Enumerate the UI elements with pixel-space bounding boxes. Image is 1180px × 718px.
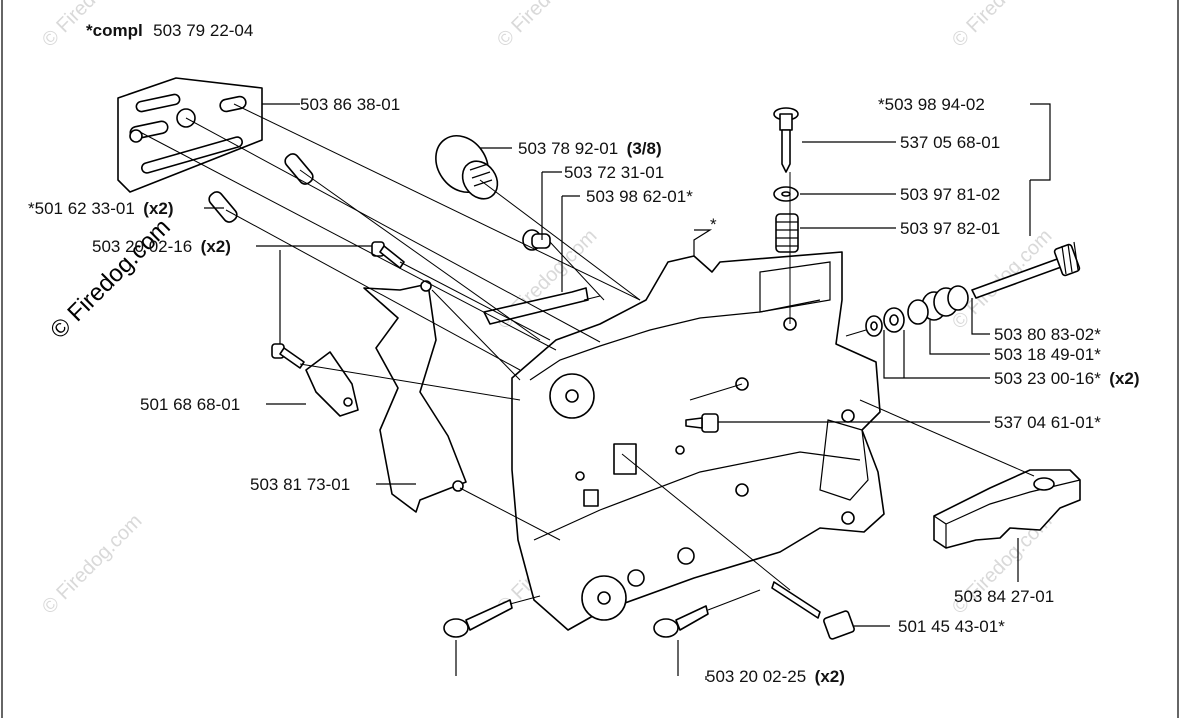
bar-plate-drawing [117,77,263,193]
gasket-drawing [363,280,467,513]
label-washer-81: 503 97 81-02 [900,185,1000,204]
assembly-title: *compl 503 79 22-04 [86,21,253,40]
label-pump-shaft: 503 80 83-02* [994,325,1101,344]
label-bolt-45: 501 45 43-01* [898,617,1005,636]
nipple-drawing [685,413,719,433]
label-adjuster-screw: 537 05 68-01 [900,133,1000,152]
label-screw-16: 503 20 02-16 (x2) [92,237,231,256]
screws-16-drawing [271,241,405,369]
label-screw-16-number: 503 20 02-16 [92,237,192,256]
clamp-drawing [305,351,359,417]
assembly-title-number: 503 79 22-04 [153,21,253,40]
label-nipple: 537 04 61-01* [994,413,1101,432]
watermark-top-center: © Firedog.com [493,0,602,52]
assembly-title-prefix: *compl [86,21,143,40]
part-labels: 503 86 38-01 503 78 92-01 (3/8) 503 72 3… [28,95,1140,686]
label-screw-25-number: 503 20 02-25 [706,667,806,686]
label-filter-block: 503 84 27-01 [954,587,1054,606]
label-chain-tensioner-knob-number: 503 78 92-01 [518,139,618,158]
label-oil-pump-kit: *503 98 94-02 [878,95,985,114]
label-spacer-sleeve: *501 62 33-01 (x2) [28,199,174,218]
oil-pump-stack-drawing [773,107,799,253]
label-washer-00-16: 503 23 00-16* (x2) [994,369,1140,388]
watermark-bottom-left: © Firedog.com [38,510,147,619]
label-chain-tensioner-knob-qty: (3/8) [627,139,662,158]
label-guide-pin: 503 72 31-01 [564,163,664,182]
spring-washers-drawing [865,285,969,337]
label-screw-25: 503 20 02-25 (x2) [706,667,845,686]
label-star-mark: * [710,215,717,234]
label-spacer-sleeve-qty: (x2) [143,199,173,218]
label-washer-00-16-number: 503 23 00-16* [994,369,1101,388]
label-spacer-sleeve-number: *501 62 33-01 [28,199,135,218]
label-guide-slide: 503 98 62-01* [586,187,693,206]
label-screw-25-qty: (x2) [815,667,845,686]
label-spring-82: 503 97 82-01 [900,219,1000,238]
watermark-vertical: © Firedog.com [45,214,176,345]
sleeves-drawing [208,153,314,223]
label-washer-00-16-qty: (x2) [1109,369,1139,388]
label-screw-16-qty: (x2) [201,237,231,256]
label-spring-49: 503 18 49-01* [994,345,1101,364]
label-chain-tensioner-knob: 503 78 92-01 (3/8) [518,139,662,158]
label-bar-plate: 503 86 38-01 [300,95,400,114]
screws-25-drawing [443,599,709,638]
guide-pin-drawing [522,229,551,251]
bolt-45-drawing [771,581,855,640]
crankcase-cover-drawing [511,251,885,631]
tensioner-knob-drawing [435,135,499,200]
leader-lines [139,103,1051,680]
watermark-top-right: © Firedog.com [948,0,1057,52]
filter-block-drawing [933,469,1081,549]
label-clamp: 501 68 68-01 [140,395,240,414]
pump-shaft-drawing [971,241,1081,299]
label-gasket: 503 81 73-01 [250,475,350,494]
guide-slide-drawing [483,287,589,325]
